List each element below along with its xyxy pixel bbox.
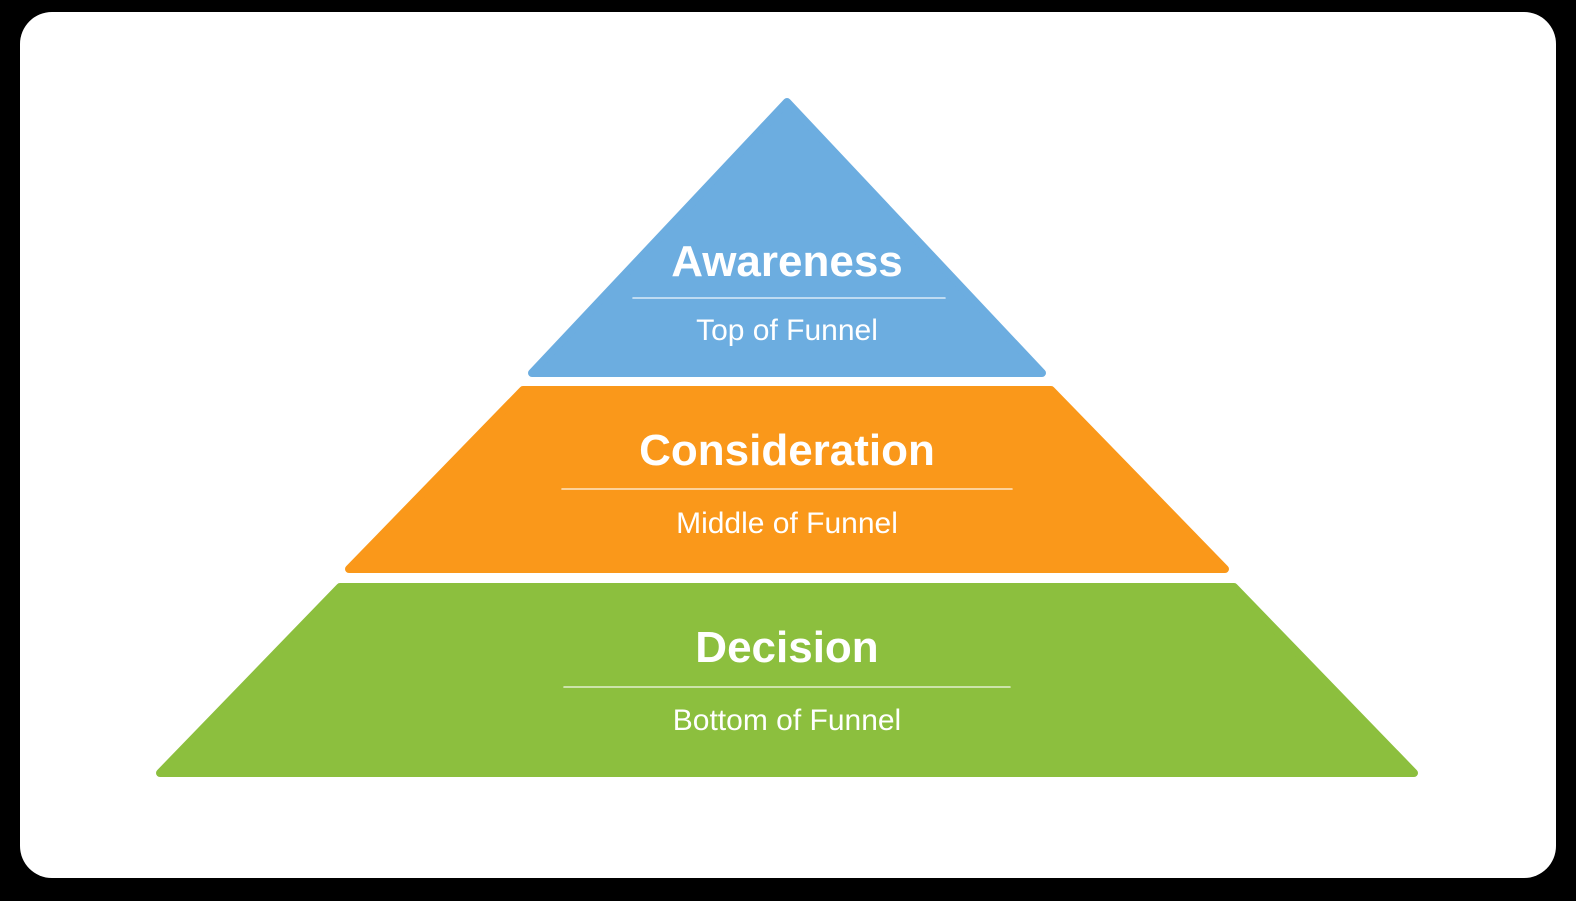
decision-tier-subtitle: Bottom of Funnel xyxy=(673,704,901,737)
funnel-tier-awareness: Awareness Top of Funnel xyxy=(528,98,1046,377)
awareness-tier-title: Awareness xyxy=(671,237,903,286)
awareness-tier-subtitle: Top of Funnel xyxy=(696,314,878,347)
decision-tier-title: Decision xyxy=(695,623,878,672)
consideration-tier-title: Consideration xyxy=(639,426,935,475)
consideration-tier-subtitle: Middle of Funnel xyxy=(676,507,898,540)
funnel-tier-decision: Decision Bottom of Funnel xyxy=(156,583,1418,777)
funnel-tier-consideration: Consideration Middle of Funnel xyxy=(345,386,1229,573)
consideration-tier-shape xyxy=(345,386,1229,573)
decision-tier-shape xyxy=(156,583,1418,777)
awareness-tier-shape xyxy=(528,98,1046,377)
